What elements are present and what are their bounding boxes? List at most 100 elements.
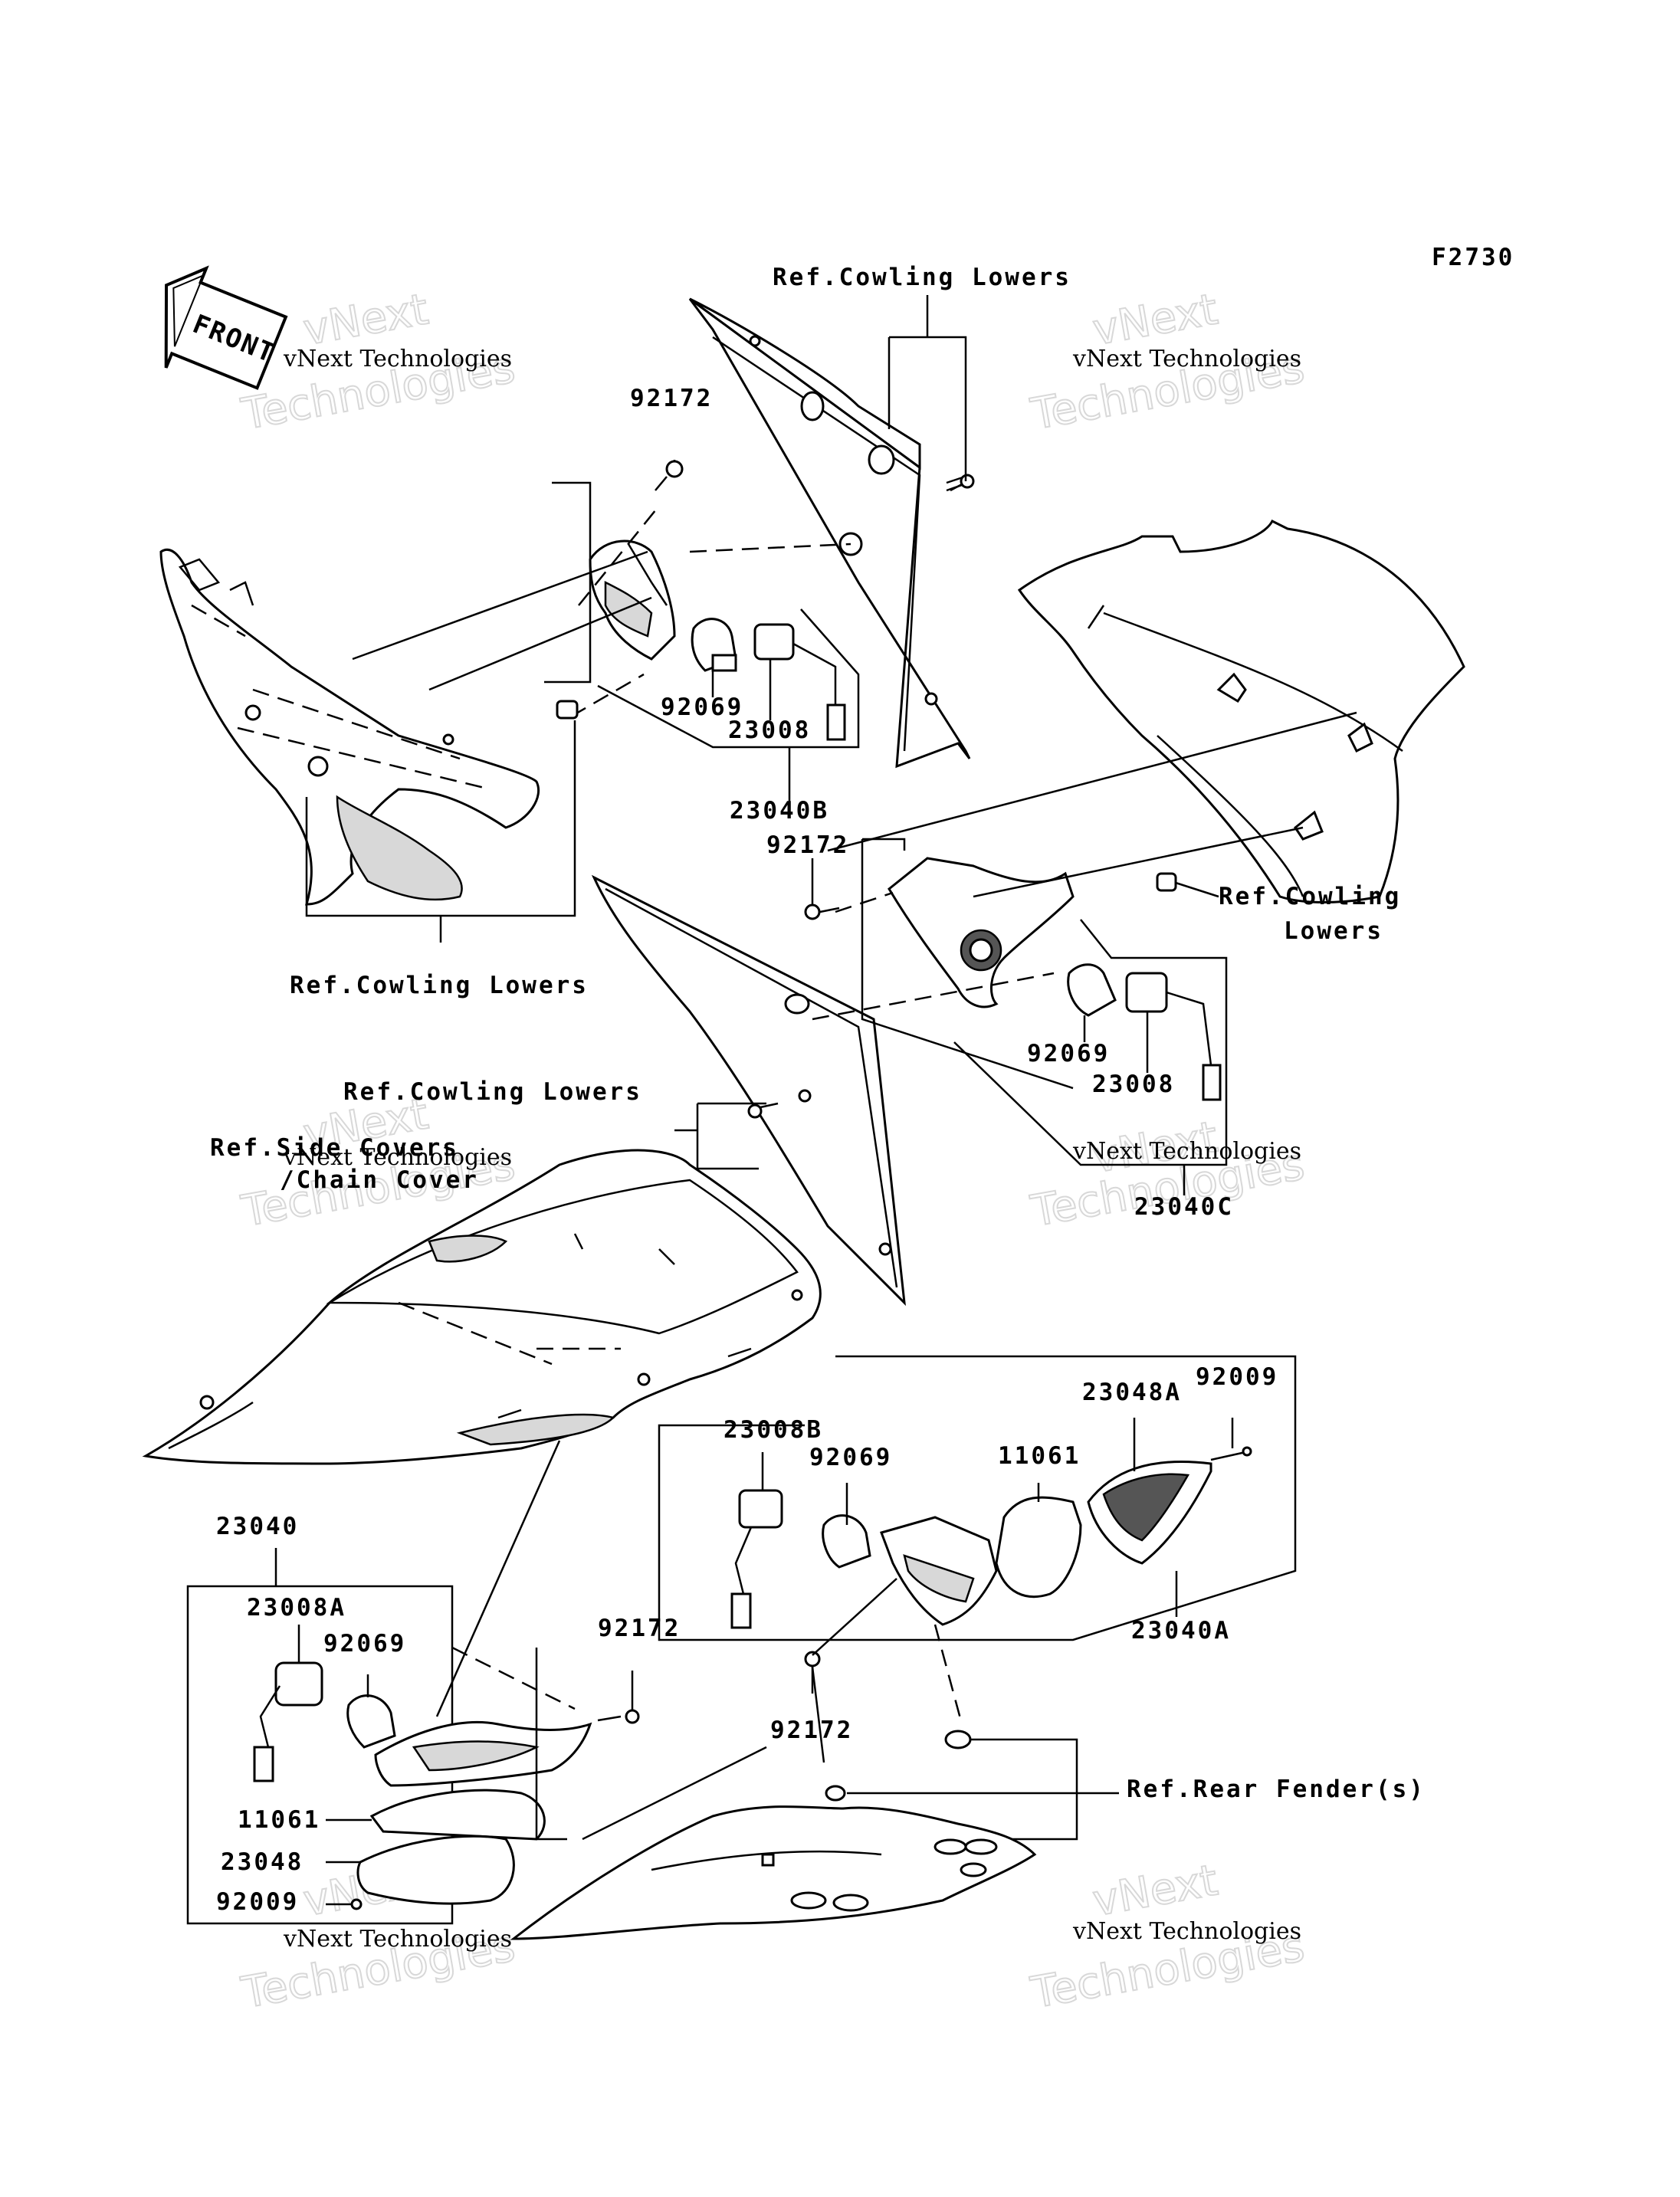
label-ref-side-covers-2: /Chain Cover [280,1166,479,1194]
lens-23048 [356,1835,515,1905]
part-number-92172-c: 92172 [770,1717,853,1744]
svg-text:vNext Technologies: vNext Technologies [1072,346,1301,372]
bracket-23040C [861,838,1228,1166]
part-number-11061-a: 11061 [998,1442,1081,1470]
bracket-23040A [658,1355,1297,1641]
part-number-92172-b: 92172 [766,831,849,859]
turn-signal-front-right [888,857,1075,1008]
grommet-rear-b [825,1785,846,1802]
screw-92172-c [804,1578,897,1667]
leader-dash-mid-b [812,972,1055,1021]
leader-dash-top-b [689,543,851,553]
part-number-23008-a: 23008 [728,716,811,744]
line-left-cowl-b [428,596,652,691]
inner-cowling-panel-lower [591,874,906,1307]
bracket-23040B-b [597,608,860,749]
turn-signal-rear-left [374,1720,592,1787]
part-number-23040A: 23040A [1131,1617,1231,1644]
watermark-top-right: vNext Technologies vNext Technologies [1026,284,1309,441]
screw-92009-b [350,1898,363,1910]
part-number-23040C: 23040C [1134,1193,1234,1221]
turn-signal-front-left [589,539,676,661]
bracket-23040 [186,1585,454,1925]
part-number-23008-b: 23008 [1092,1071,1175,1098]
leader-ref-cowling-right [1175,881,1219,898]
inner-cowling-panel-upper [688,297,973,769]
part-number-92172-d: 92172 [598,1615,681,1642]
label-ref-cowling-lowers-left: Ref.Cowling Lowers [290,972,589,999]
part-number-23040: 23040 [216,1513,299,1540]
bracket-ref-cowling-left [305,720,576,943]
socket-23008-a [753,623,846,741]
watermark-top-left: vNext Technologies vNext Technologies [237,284,520,441]
label-ref-cowling-lowers-right-1: Ref.Cowling [1219,883,1401,910]
screw-92172-b [804,903,840,920]
leader-dash-top-c [570,673,645,718]
part-number-23048A: 23048A [1082,1379,1182,1406]
front-arrow-icon: FRONT [164,265,288,390]
rear-fender [510,1805,1037,1940]
screw-cowl-mid [747,1102,779,1119]
line-signal-to-fender [582,1746,767,1841]
svg-text:vNext Technologies: vNext Technologies [1072,1138,1301,1165]
label-ref-cowling-lowers-mid: Ref.Cowling Lowers [343,1078,642,1106]
bracket-ref-cowling-top [888,295,967,481]
lens-23048A [1087,1461,1212,1565]
socket-23008A [253,1661,323,1782]
label-ref-side-covers-1: Ref.Side Covers [210,1134,459,1162]
svg-text:vNext: vNext [300,284,431,355]
part-number-23008B: 23008B [724,1416,823,1444]
part-number-23008A: 23008A [247,1594,346,1622]
turn-signal-rear-right [880,1516,998,1626]
bracket-signal-inner [535,1648,567,1841]
bulb-92069-b [1067,963,1117,1017]
leader-dash-mid-a [835,891,894,913]
line-right-cowl-a [827,711,1357,852]
part-number-23040B: 23040B [730,797,829,825]
label-ref-cowling-lowers-right-2: Lowers [1284,917,1383,945]
figure-code: F2730 [1432,244,1514,271]
bulb-92069-d [346,1694,396,1749]
gasket-11061-b [369,1789,546,1841]
grommet-rear-a [944,1730,972,1749]
line-tail-to-signal [435,1440,561,1717]
svg-text:vNext Technologies: vNext Technologies [283,346,512,372]
label-ref-cowling-lowers-top: Ref.Cowling Lowers [773,264,1071,291]
grommet-right [1156,872,1177,892]
leader-92172-fender [811,1666,825,1763]
bracket-23040B [544,481,592,684]
part-number-92069-d: 92069 [323,1630,406,1658]
svg-text:vNext: vNext [1089,1855,1221,1926]
part-number-11061-b: 11061 [238,1806,320,1834]
label-ref-rear-fender: Ref.Rear Fender(s) [1127,1776,1426,1803]
svg-text:vNext Technologies: vNext Technologies [283,1926,512,1953]
svg-text:vNext Technologies: vNext Technologies [1072,1918,1301,1945]
screw-92172-d [597,1709,640,1724]
right-cowling-lower [1017,519,1465,903]
part-number-23048: 23048 [221,1848,304,1876]
bracket-ref-rear-fender [847,1738,1119,1841]
bulb-92069-a [691,618,737,672]
seat-cowling [142,1149,822,1465]
watermark-bottom-right: vNext Technologies vNext Technologies [1026,1854,1309,2019]
leader-dash-rear-b [451,1646,576,1710]
watermark-mid-right: vNext Technologies vNext Technologies [1026,1111,1309,1238]
grommet-left [556,700,579,720]
line-left-cowl-a [352,550,648,661]
part-number-92069-a: 92069 [661,694,743,721]
screw-92009-a [1210,1446,1252,1461]
leader-dash-top-a [578,505,660,606]
left-cowling-lower [159,549,540,906]
svg-text:vNext: vNext [1089,284,1221,355]
line-right-cowl-b [973,826,1304,898]
part-number-92009-a: 92009 [1196,1363,1278,1391]
leader-dash-rear-a [934,1624,963,1725]
screw-92172-a [655,460,684,491]
part-number-92069-c: 92069 [809,1444,892,1471]
bulb-92069-c [822,1514,871,1569]
svg-text:vNext Technologies: vNext Technologies [283,1144,512,1171]
socket-23008B [730,1489,783,1629]
part-number-92009-b: 92009 [216,1888,299,1916]
part-number-92069-b: 92069 [1027,1040,1110,1067]
